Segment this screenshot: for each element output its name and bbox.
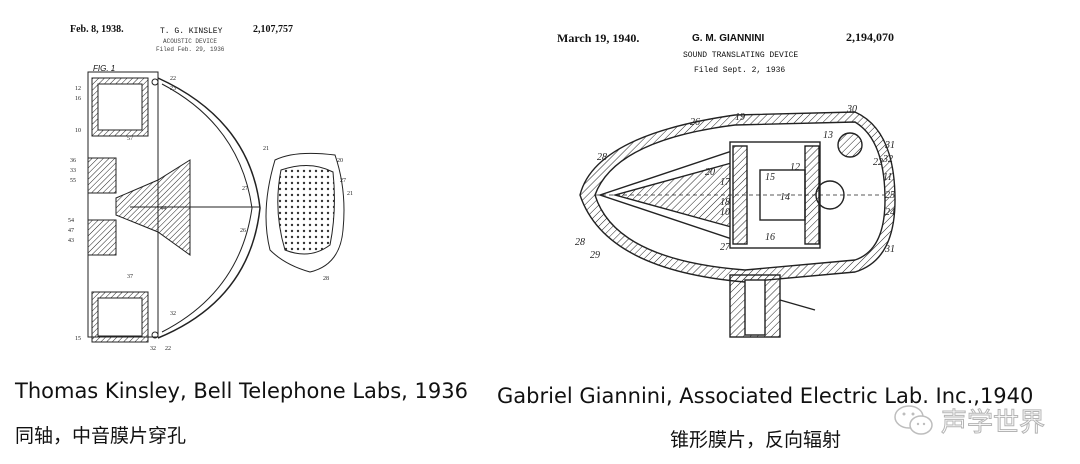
svg-text:21: 21	[347, 191, 353, 197]
svg-text:31: 31	[884, 244, 895, 255]
svg-text:37: 37	[127, 274, 133, 280]
svg-text:36: 36	[70, 158, 76, 164]
svg-text:12: 12	[790, 162, 800, 173]
wechat-icon	[894, 404, 933, 435]
right-patent-date: March 19, 1940.	[557, 31, 640, 45]
svg-text:22: 22	[170, 76, 176, 82]
svg-text:26: 26	[690, 117, 700, 128]
svg-text:27: 27	[242, 186, 248, 192]
svg-text:20: 20	[705, 167, 715, 178]
svg-text:14: 14	[780, 192, 790, 203]
svg-text:27: 27	[340, 178, 346, 184]
left-caption-line1: Thomas Kinsley, Bell Telephone Labs, 193…	[15, 379, 468, 403]
svg-text:15: 15	[765, 172, 775, 183]
svg-text:22: 22	[873, 157, 883, 168]
svg-text:16: 16	[75, 96, 81, 102]
svg-text:16: 16	[765, 232, 775, 243]
svg-text:32: 32	[170, 311, 176, 317]
svg-text:33: 33	[70, 168, 76, 174]
svg-text:31: 31	[884, 140, 895, 151]
svg-text:32: 32	[882, 154, 893, 165]
svg-text:44: 44	[160, 206, 166, 212]
watermark-text: 声学世界	[940, 408, 1046, 439]
svg-text:47: 47	[68, 228, 74, 234]
svg-text:19: 19	[735, 112, 745, 123]
svg-text:54: 54	[68, 218, 74, 224]
svg-text:12: 12	[75, 86, 81, 92]
left-patent-title: ACOUSTIC DEVICE	[163, 38, 218, 45]
svg-text:29: 29	[590, 250, 600, 261]
svg-text:26: 26	[240, 228, 246, 234]
right-patent-inventor: G. M. GIANNINI	[692, 33, 765, 44]
svg-text:28: 28	[597, 152, 607, 163]
right-caption-line1: Gabriel Giannini, Associated Electric La…	[497, 384, 1034, 408]
left-caption-line2: 同轴，中音膜片穿孔	[15, 425, 187, 447]
kinsley-coaxial-speaker-drawing: 12 16 10 36 33 55 54 47 43 57 37 44 21 27 26 22 23 3…	[68, 71, 353, 352]
right-patent-number: 2,194,070	[846, 30, 894, 44]
svg-text:11: 11	[883, 172, 892, 183]
svg-text:24: 24	[885, 207, 895, 218]
left-patent-number: 2,107,757	[253, 24, 293, 35]
svg-text:18: 18	[720, 197, 730, 208]
svg-text:55: 55	[70, 178, 76, 184]
svg-text:27: 27	[720, 242, 731, 253]
svg-text:32: 32	[150, 346, 156, 352]
svg-text:43: 43	[68, 238, 74, 244]
svg-text:22: 22	[165, 346, 171, 352]
left-patent-date: Feb. 8, 1938.	[70, 24, 124, 35]
svg-text:10: 10	[75, 128, 81, 134]
svg-text:28: 28	[323, 276, 329, 282]
right-patent-title: SOUND TRANSLATING DEVICE	[683, 51, 799, 60]
left-figure-label: FIG. 1	[93, 64, 116, 73]
right-caption-line2: 锥形膜片，反向辐射	[670, 429, 842, 451]
svg-text:20: 20	[337, 158, 343, 164]
left-patent-inventor: T. G. KINSLEY	[160, 27, 223, 36]
svg-text:10: 10	[720, 207, 730, 218]
svg-text:15: 15	[75, 336, 81, 342]
svg-text:13: 13	[823, 130, 833, 141]
svg-text:23: 23	[170, 86, 176, 92]
right-patent-filed: Filed Sept. 2, 1936	[694, 66, 786, 75]
svg-text:21: 21	[263, 146, 269, 152]
svg-text:17: 17	[720, 177, 731, 188]
svg-text:25: 25	[885, 190, 895, 201]
left-patent-filed: Filed Feb. 29, 1936	[156, 46, 225, 53]
svg-text:30: 30	[846, 104, 857, 115]
watermark: 声学世界	[893, 402, 1046, 439]
svg-text:57: 57	[127, 136, 133, 142]
svg-text:28: 28	[575, 237, 585, 248]
